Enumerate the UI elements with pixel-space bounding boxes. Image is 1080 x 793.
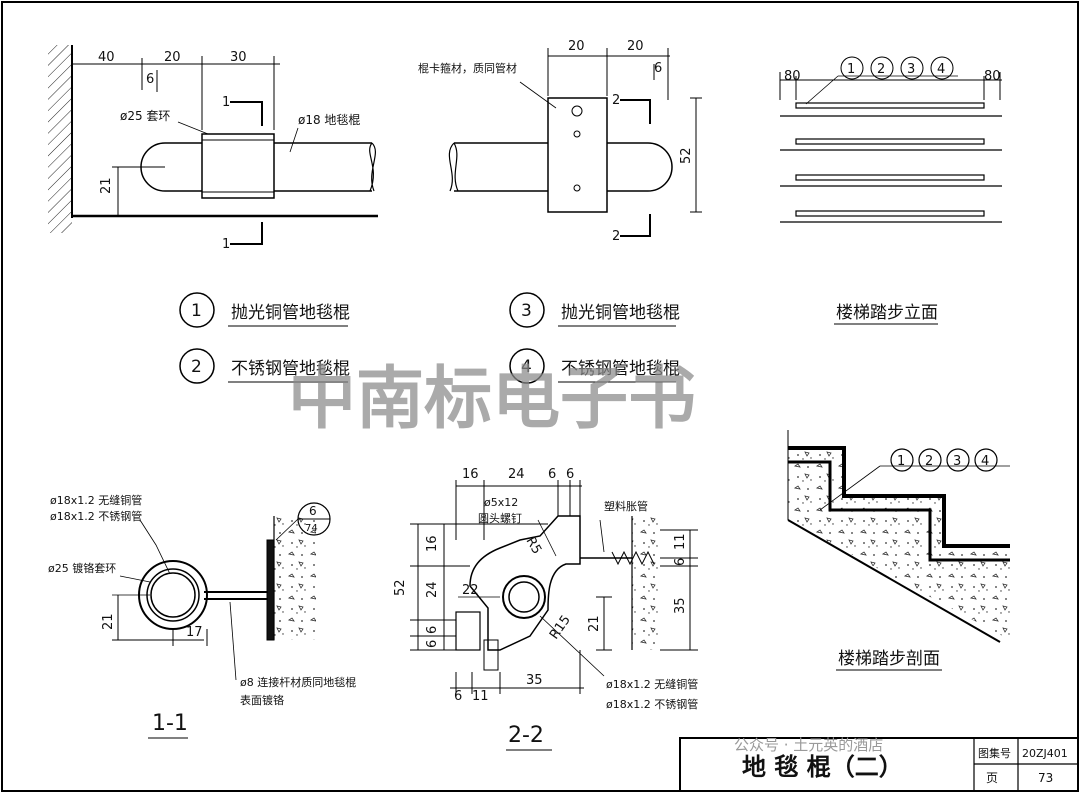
dim-30: 30 [230, 50, 247, 65]
dim-6: 6 [146, 72, 154, 87]
note-conn2: 表面镀铬 [240, 693, 284, 707]
section-1-1-view [112, 502, 331, 739]
dim-r15: R15 [547, 613, 574, 643]
title-block-text: 地 毯 棍（二） 图集号 20ZJ401 页 73 公众号 · 土元英的酒店 [734, 736, 1068, 785]
dim-17: 17 [186, 625, 203, 640]
dim-16-left: 16 [425, 535, 440, 552]
title-block [679, 737, 1079, 792]
note-screw2: 圆头螺钉 [478, 512, 522, 525]
section-mark-top: 2 [612, 93, 620, 108]
dim-21: 21 [101, 613, 116, 630]
dim-6-bottom: 6 [454, 689, 462, 704]
stair-elevation-caption: 楼梯踏步立面 [836, 303, 938, 323]
wall-hatch [48, 45, 72, 233]
dim-20a: 20 [568, 39, 585, 54]
legend-num-2: 2 [191, 357, 202, 377]
dim-20b: 20 [627, 39, 644, 54]
stair-elevation-text: 80 80 1 2 3 4 楼梯踏步立面 [784, 62, 1001, 323]
section-mark-bottom: 1 [222, 237, 230, 252]
dim-80-right: 80 [984, 69, 1001, 84]
callout-3: 3 [953, 454, 961, 469]
dim-35-bottom: 35 [526, 673, 543, 688]
callout-3: 3 [907, 62, 915, 77]
dim-80-left: 80 [784, 69, 801, 84]
section-mark-bottom: 2 [612, 229, 620, 244]
callout-4: 4 [981, 454, 989, 469]
watermark: 中南标电子书 [288, 360, 696, 439]
dim-6-top-a: 6 [548, 467, 556, 482]
rod-label: ø18 地毯棍 [298, 113, 360, 127]
stair-section-caption: 楼梯踏步剖面 [838, 649, 940, 669]
dim-52: 52 [393, 579, 408, 596]
dim-6-left-a: 6 [425, 626, 440, 634]
dim-52: 52 [679, 147, 694, 164]
callout-2: 2 [925, 454, 933, 469]
callout-2: 2 [877, 62, 885, 77]
note-ring: ø25 镀铬套环 [48, 561, 116, 575]
dim-6-left-b: 6 [425, 640, 440, 648]
dim-6-right: 6 [673, 558, 688, 566]
dim-35-right: 35 [673, 597, 688, 614]
note-pipe2: ø18x1.2 不锈钢管 [50, 509, 142, 523]
elevation-plan-view [48, 45, 378, 245]
dim-16-top: 16 [462, 467, 479, 482]
dim-21: 21 [99, 177, 114, 194]
drawing-title: 地 毯 棍（二） [742, 753, 903, 781]
note-tube: 塑料胀管 [604, 499, 648, 513]
wall-concrete [274, 516, 316, 640]
dim-24-left: 24 [425, 581, 440, 598]
elevation-plan-text: 40 20 30 6 ø25 套环 ø18 地毯棍 1 1 21 [98, 50, 360, 252]
section-mark-top: 1 [222, 95, 230, 110]
callout-1: 1 [847, 62, 855, 77]
stair-section-view [787, 430, 1010, 671]
source-watermark: 公众号 · 土元英的酒店 [734, 736, 883, 754]
note-pipe2: ø18x1.2 不锈钢管 [606, 697, 698, 711]
dim-21: 21 [587, 615, 602, 632]
legend [179, 292, 676, 384]
legend-text-2: 不锈钢管地毯棍 [231, 359, 350, 379]
legend-num-4: 4 [521, 357, 532, 377]
dim-24-top: 24 [508, 467, 525, 482]
section-2-2-view [410, 480, 698, 751]
clip-label: 棍卡箍材，质同管材 [418, 61, 517, 75]
dim-22: 22 [462, 583, 479, 598]
dim-40: 40 [98, 50, 115, 65]
note-conn1: ø8 连接杆材质同地毯棍 [240, 675, 356, 689]
dim-r5: R5 [523, 535, 545, 557]
page-label: 页 [986, 771, 998, 785]
section-2-2-text: 16 24 6 6 ø5x12 圆头螺钉 塑料胀管 16 52 24 6 6 2… [393, 467, 698, 748]
stair-elevation-view [779, 56, 1002, 223]
note-pipe1: ø18x1.2 无缝铜管 [50, 493, 142, 507]
dim-20: 20 [164, 50, 181, 65]
dim-11-right: 11 [673, 533, 688, 550]
section-1-1-text: ø18x1.2 无缝铜管 ø18x1.2 不锈钢管 ø25 镀铬套环 ø8 连接… [48, 493, 356, 736]
atlas-label: 图集号 [978, 746, 1011, 760]
note-screw1: ø5x12 [484, 496, 518, 509]
dim-11-bottom: 11 [472, 689, 489, 704]
note-pipe1: ø18x1.2 无缝铜管 [606, 677, 698, 691]
legend-text-1: 抛光铜管地毯棍 [231, 303, 350, 323]
callout-1: 1 [897, 454, 905, 469]
clip-view-text: 20 20 6 棍卡箍材，质同管材 2 2 52 [418, 39, 694, 244]
section-1-1-caption: 1-1 [152, 711, 188, 736]
page-number: 73 [1038, 771, 1053, 785]
dim-6-top-b: 6 [566, 467, 574, 482]
dim-6: 6 [654, 61, 662, 76]
clip-view [448, 48, 702, 237]
legend-num-3: 3 [521, 301, 532, 321]
ref-bottom: 74 [305, 523, 318, 534]
stair-section-text: 1 2 3 4 楼梯踏步剖面 [838, 454, 989, 669]
callout-4: 4 [937, 62, 945, 77]
legend-num-1: 1 [191, 301, 202, 321]
ring-label: ø25 套环 [120, 109, 170, 123]
ref-top: 6 [309, 504, 317, 518]
atlas-number: 20ZJ401 [1022, 747, 1068, 760]
section-2-2-caption: 2-2 [508, 723, 544, 748]
legend-text-4: 不锈钢管地毯棍 [561, 359, 680, 379]
legend-text-3: 抛光铜管地毯棍 [561, 303, 680, 323]
